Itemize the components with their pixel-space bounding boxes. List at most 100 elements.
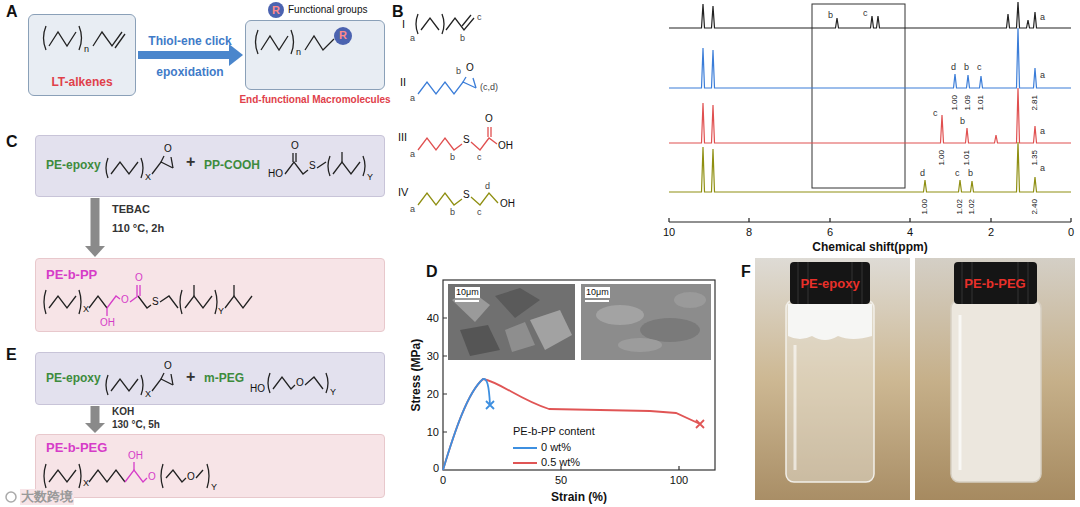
- functional-structure: [246, 21, 386, 91]
- axis-title: Strain (%): [551, 490, 607, 504]
- reaction-condition: 110 °C, 2h: [112, 222, 164, 235]
- tick-label: 50: [555, 474, 567, 487]
- atom-label: O: [135, 272, 143, 284]
- product-box: PE-b-PEG: [35, 434, 385, 498]
- tick-label: 10: [427, 426, 439, 439]
- peak-label: a: [1040, 163, 1045, 174]
- peak-label: b: [968, 168, 973, 179]
- proton-label: c: [477, 152, 482, 163]
- highlight-box: [812, 4, 905, 188]
- reaction-arrow: [85, 406, 105, 433]
- proton-label: b: [450, 207, 455, 218]
- proton-label: b: [460, 33, 465, 44]
- legend-sample: [513, 462, 537, 464]
- atom-label: O: [485, 113, 493, 125]
- vial-label: PE-epoxy: [800, 276, 859, 292]
- watermark-icon: [6, 492, 16, 502]
- reaction-condition: 130 °C, 5h: [112, 419, 160, 431]
- tick-label: 0: [1068, 226, 1074, 239]
- series-numeral: I: [402, 18, 405, 31]
- group-circle: R: [334, 27, 352, 45]
- node-text: PE-b-PP: [46, 267, 97, 283]
- node-text: PE-epoxy: [46, 371, 101, 385]
- atom-label: O: [164, 360, 172, 372]
- subscript: X: [83, 478, 89, 489]
- subscript: n: [84, 44, 89, 55]
- scale-label: 10μm: [585, 287, 610, 298]
- integral-value: 1.00: [920, 199, 930, 215]
- atom-label: O: [164, 143, 172, 155]
- node-text: +: [186, 152, 195, 171]
- atom-label: HO: [250, 383, 265, 395]
- peak-label: c: [863, 8, 868, 19]
- tick-label: 6: [827, 226, 833, 239]
- node-text: m-PEG: [204, 371, 244, 385]
- peak-label: a: [1040, 70, 1045, 81]
- reaction-condition: epoxidation: [156, 65, 223, 79]
- proton-label: d: [485, 181, 490, 192]
- peak-label: b: [828, 10, 833, 21]
- proton-label: c: [477, 207, 482, 218]
- peak-label: d: [920, 168, 925, 179]
- integral-value: 1.35: [1030, 150, 1040, 166]
- peak-label: c: [933, 108, 938, 119]
- proton-label: c: [477, 12, 482, 23]
- integral-value: 1.02: [955, 199, 965, 215]
- proton-label: b: [456, 66, 461, 77]
- node-text: Functional groups: [288, 4, 368, 16]
- atom-label: O: [466, 62, 474, 74]
- peak-label: a: [1040, 12, 1045, 23]
- vial-photo: [755, 258, 910, 500]
- reaction-condition: Thiol-ene click: [148, 34, 231, 48]
- node-text: R: [339, 29, 347, 42]
- watermark: 大数跨境: [20, 489, 74, 505]
- reactant-box: PE-epoxy+m-PEG: [35, 352, 385, 405]
- peak-label: d: [951, 62, 956, 73]
- node-text: End-functional Macromolecules: [239, 94, 390, 106]
- reactant-box: PE-epoxy + PP-COOH: [35, 135, 385, 197]
- plot-ticks: [443, 318, 679, 470]
- integral-value: 1.01: [976, 95, 986, 111]
- reaction-condition: KOH: [112, 406, 134, 418]
- structure-IV: [418, 193, 498, 205]
- atom-label: O: [291, 140, 299, 152]
- panel-letter: C: [6, 132, 18, 151]
- legend-title: PE-b-PP content: [513, 425, 595, 438]
- plot-frame: [443, 280, 715, 470]
- proton-label: (c,d): [480, 82, 498, 93]
- tick-label: 100: [670, 474, 688, 487]
- atom-label: HO: [268, 168, 283, 180]
- legend-sample: [513, 447, 537, 449]
- integral-value: 2.40: [1030, 199, 1040, 215]
- subscript: Y: [211, 482, 217, 493]
- atom-label: S: [152, 296, 159, 308]
- structure-I: [416, 14, 474, 34]
- node-text: PE-epoxy: [46, 158, 101, 172]
- tick-label: 30: [427, 350, 439, 363]
- node-text: PP-COOH: [204, 158, 260, 172]
- atom-label: OH: [500, 198, 515, 210]
- integral-value: 1.02: [967, 199, 977, 215]
- atom-label: OH: [498, 140, 513, 152]
- panel-letter: B: [392, 2, 404, 21]
- proton-label: a: [410, 204, 415, 215]
- panel-letter: A: [6, 2, 18, 21]
- stress-strain-curves: [443, 379, 704, 470]
- series-numeral: IV: [398, 186, 408, 199]
- nmr-traces: [669, 2, 1071, 192]
- node-text: PE-b-PEG: [46, 440, 107, 456]
- atom-label: OH: [100, 317, 115, 329]
- subscript: Y: [218, 306, 224, 317]
- proton-label: a: [410, 93, 415, 104]
- subscript: Y: [330, 387, 336, 398]
- tick-label: 4: [907, 226, 913, 239]
- tick-label: 40: [427, 312, 439, 325]
- proton-label: a: [410, 149, 415, 160]
- tick-label: 2: [988, 226, 994, 239]
- atom-label: O: [148, 471, 156, 483]
- tick-label: 0: [433, 462, 439, 475]
- integral-value: 1.01: [962, 150, 972, 166]
- peak-label: b: [960, 116, 965, 127]
- product-box: PE-b-PP: [35, 258, 385, 332]
